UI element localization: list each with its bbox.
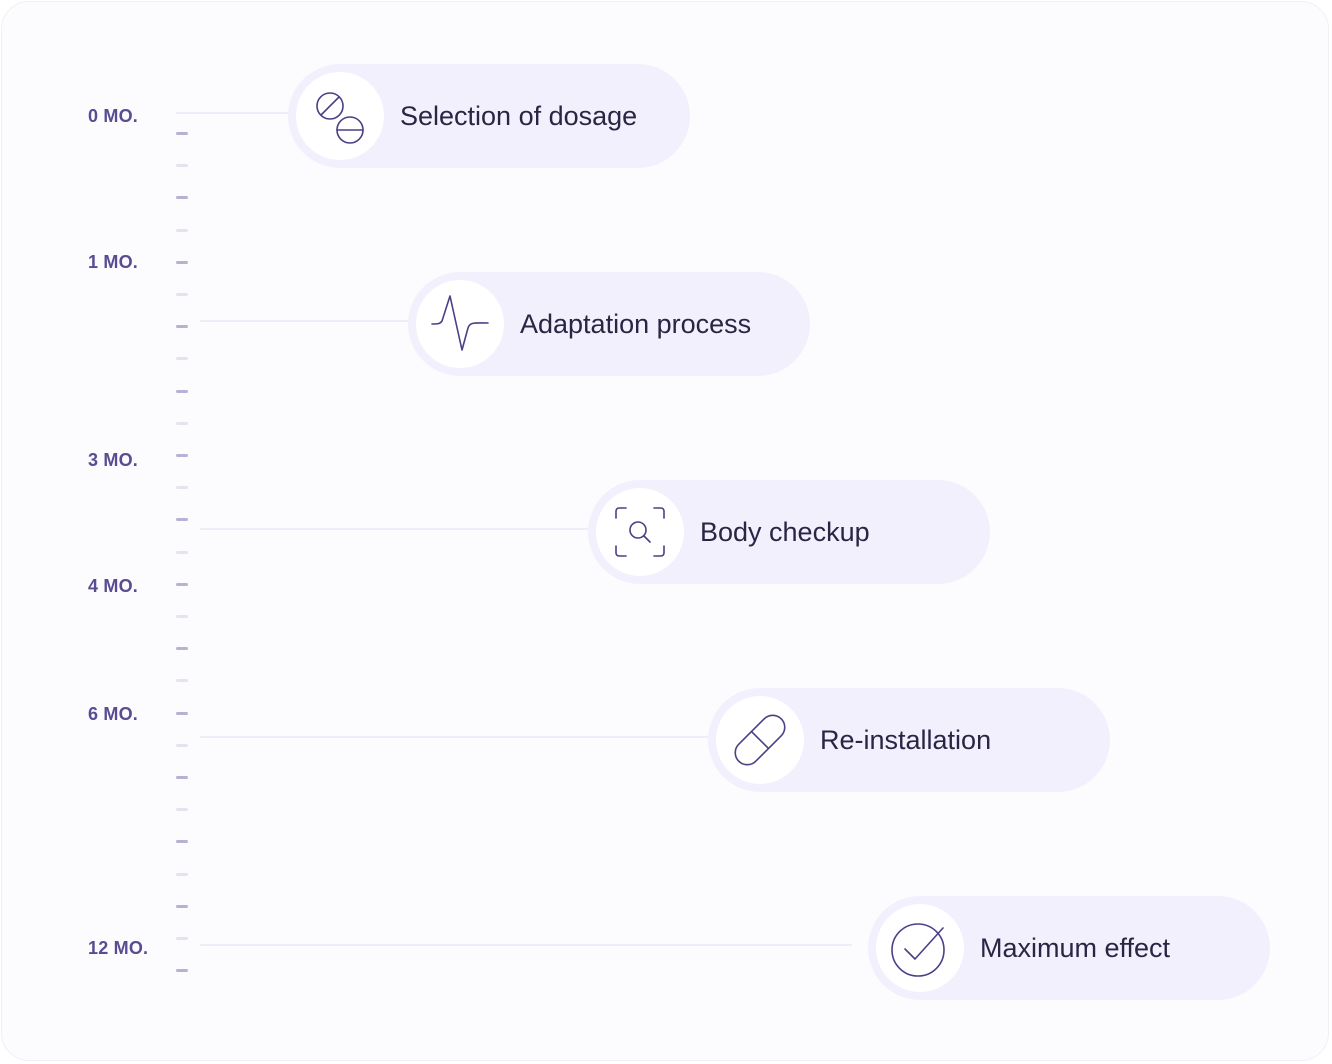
connector-line — [200, 528, 596, 530]
stage-maximum-effect: Maximum effect — [868, 896, 1270, 1000]
scale-tick — [176, 454, 188, 457]
month-label-3: 3 MO. — [88, 450, 139, 470]
month-label-0: 0 MO. — [88, 106, 139, 126]
scale-tick — [176, 711, 188, 715]
scale-tick — [176, 389, 188, 393]
stage-selection-of-dosage: Selection of dosage — [288, 64, 690, 168]
connector-line — [200, 320, 416, 322]
pulse-icon — [416, 280, 504, 368]
month-label-4: 4 MO. — [88, 576, 139, 596]
scale-tick — [176, 647, 188, 651]
scale-tick — [176, 904, 188, 908]
stage-re-installation: Re-installation — [708, 688, 1110, 792]
stage-label: Re-installation — [820, 724, 992, 755]
stage-label: Selection of dosage — [400, 100, 638, 131]
month-label-1: 1 MO. — [88, 252, 139, 272]
scale-tick — [176, 325, 188, 329]
capsule-icon — [716, 696, 804, 784]
scale-tick — [176, 518, 188, 522]
stage-label: Adaptation process — [520, 308, 752, 339]
scale-tick — [176, 582, 188, 586]
stage-adaptation-process: Adaptation process — [408, 272, 810, 376]
scale-tick — [176, 937, 188, 940]
connector-line — [176, 112, 296, 114]
scale-tick — [176, 228, 188, 232]
scale-tick — [176, 357, 188, 361]
pills-icon — [296, 72, 384, 160]
stage-label: Body checkup — [700, 516, 870, 547]
stage-body-checkup: Body checkup — [588, 480, 990, 584]
scale-tick — [176, 421, 188, 425]
scan-search-icon — [596, 488, 684, 576]
scale-tick — [176, 132, 188, 135]
scale-tick — [176, 260, 188, 264]
scale-tick — [176, 840, 188, 844]
month-label-12: 12 MO. — [88, 938, 149, 958]
scale-tick — [176, 808, 188, 812]
scale-tick — [176, 776, 188, 779]
scale-tick — [176, 196, 188, 200]
scale-tick — [176, 615, 188, 618]
connector-line — [200, 944, 852, 946]
scale-tick — [176, 486, 188, 490]
scale-tick — [176, 164, 188, 168]
scale-tick — [176, 293, 188, 296]
check-circle-icon — [876, 904, 964, 992]
scale-tick — [176, 872, 188, 876]
scale-tick — [176, 679, 188, 683]
scale-tick — [176, 969, 188, 973]
month-label-6: 6 MO. — [88, 704, 139, 724]
connector-line — [200, 736, 716, 738]
scale-tick — [176, 550, 188, 554]
stage-label: Maximum effect — [980, 932, 1171, 963]
scale-tick — [176, 743, 188, 747]
